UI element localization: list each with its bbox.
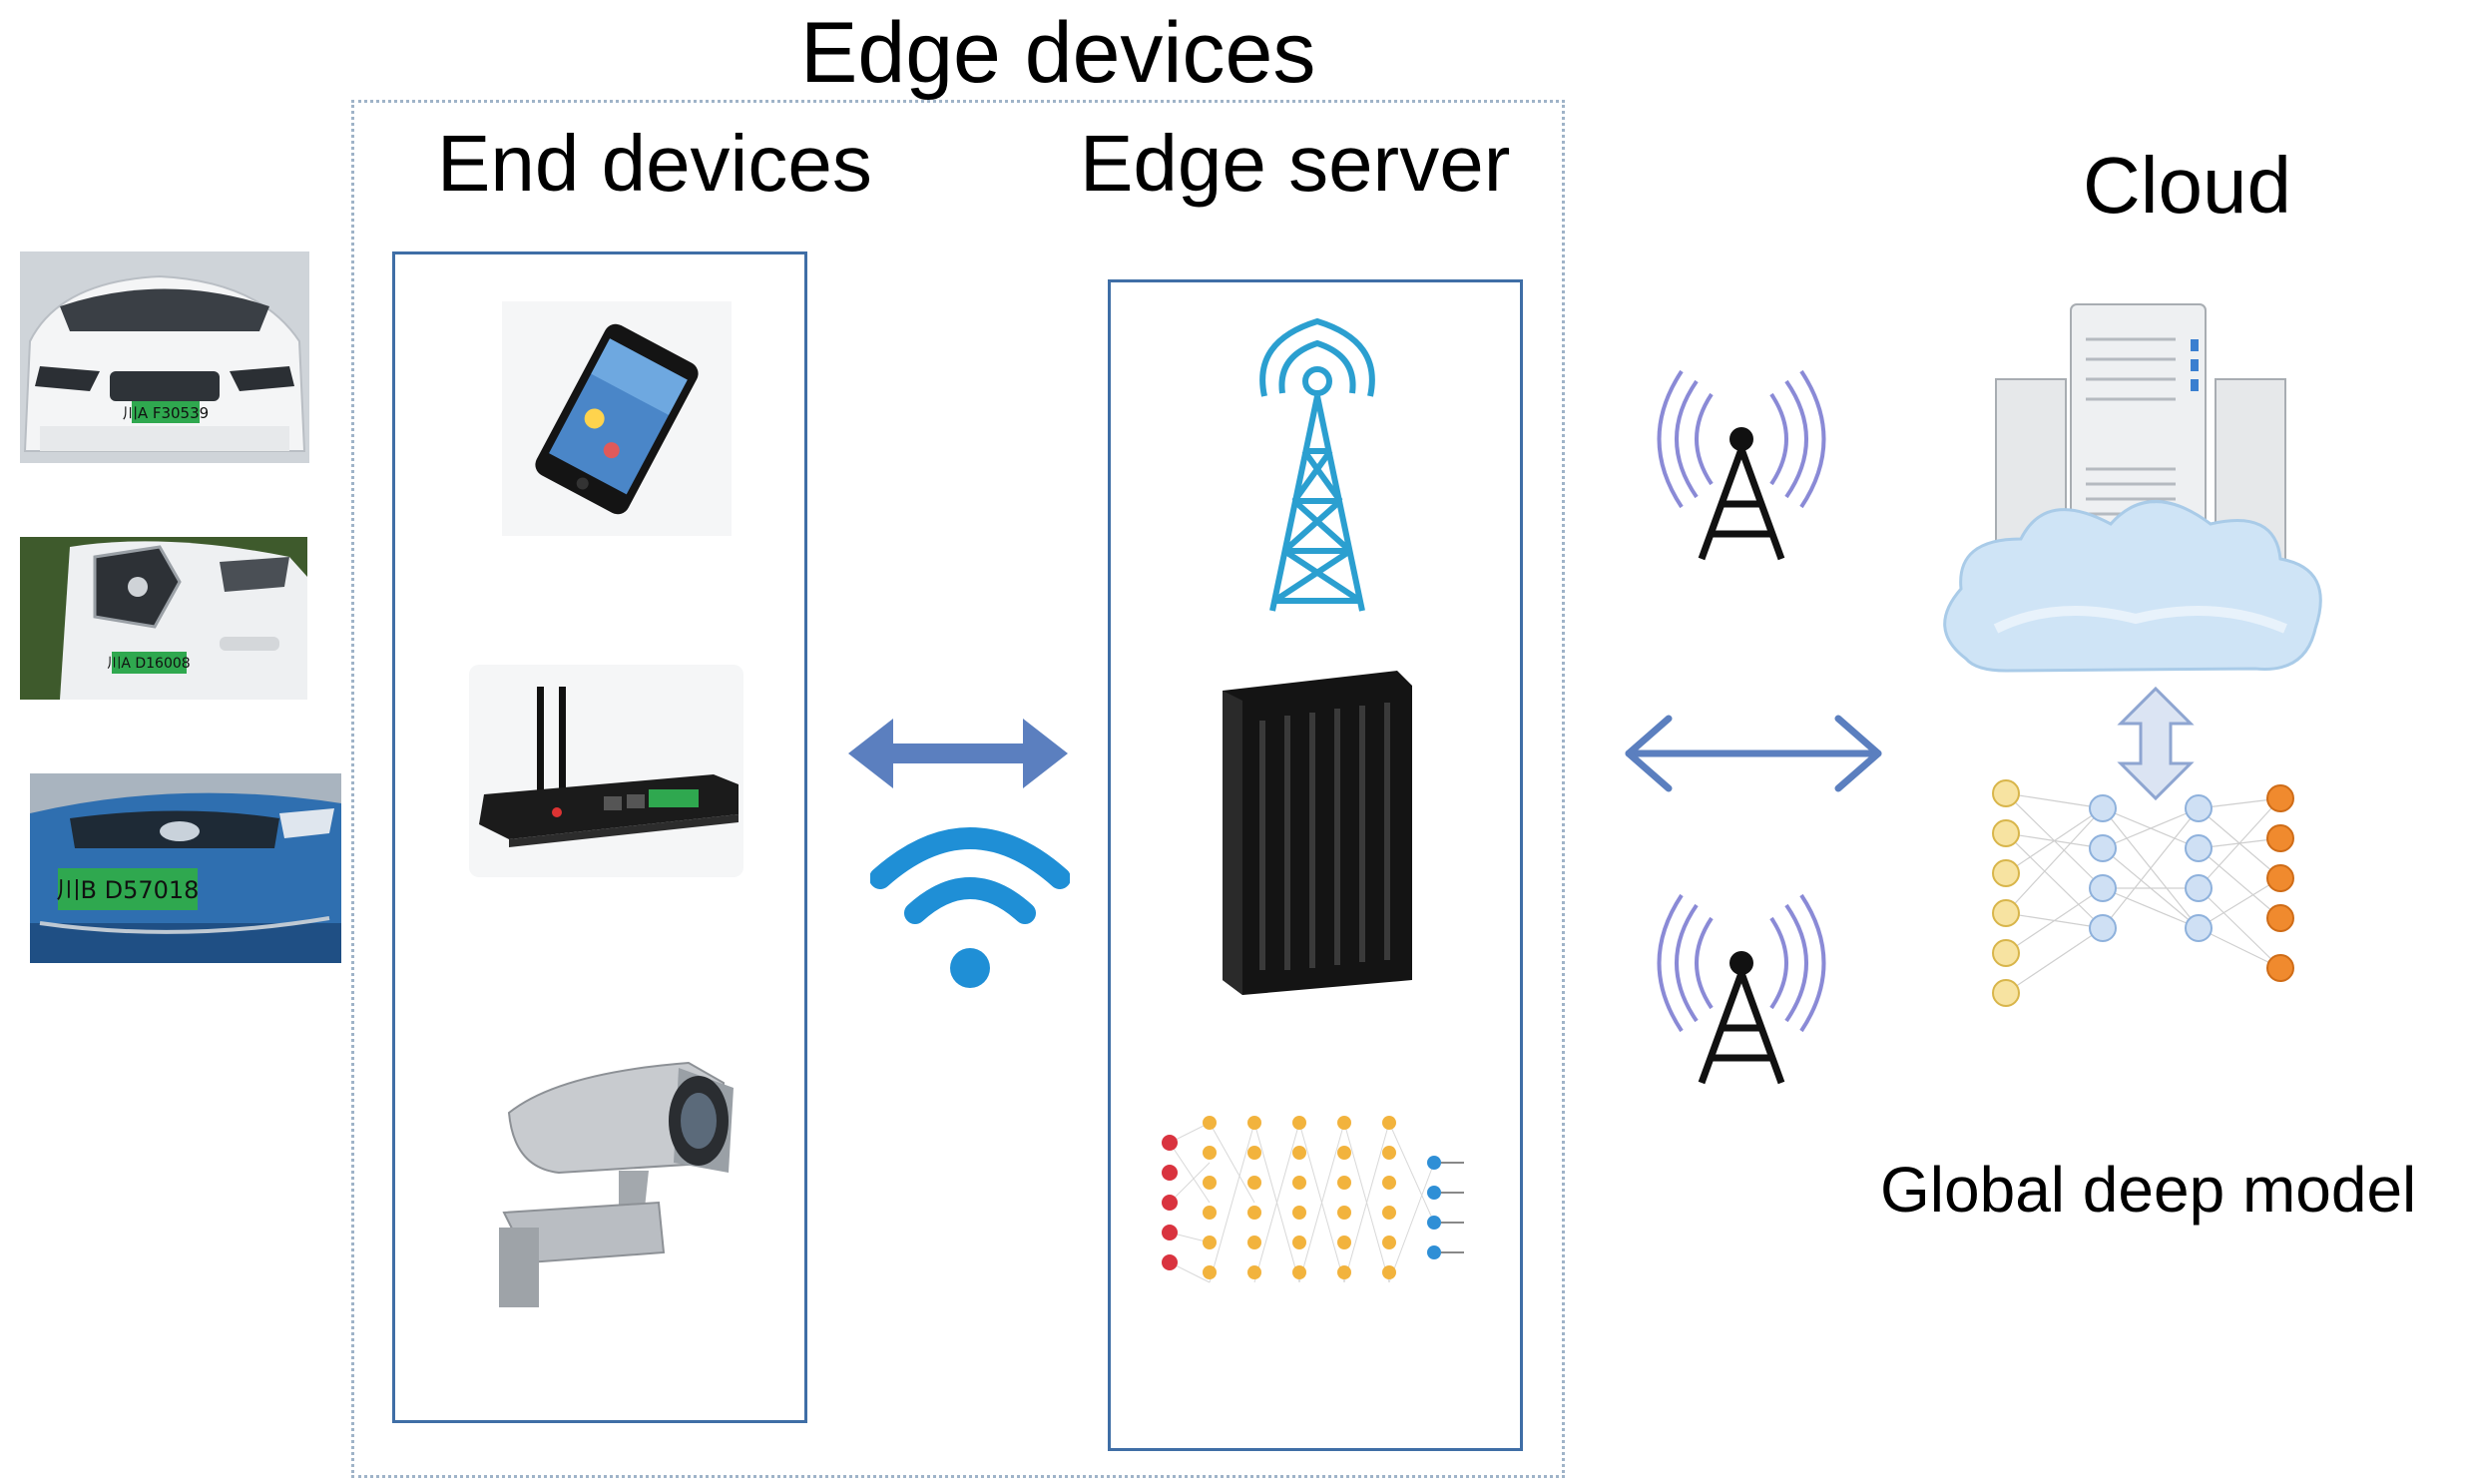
- neural-network-icon: [1992, 779, 2294, 1007]
- car-3: 川B D57018: [30, 773, 341, 963]
- cloud-title: Cloud: [2083, 141, 2292, 230]
- radio-antenna-top: [1657, 369, 1826, 564]
- car-icon: 川A D16008: [20, 537, 307, 700]
- edge-devices-region: [351, 100, 1565, 1478]
- car-2-plate: 川A D16008: [107, 656, 190, 672]
- cell-tower-icon: [1259, 317, 1375, 612]
- cell-tower: [1242, 311, 1392, 621]
- server-tower-icon: [1223, 671, 1412, 995]
- car-1: 川A F30539: [20, 251, 309, 463]
- car-3-plate: 川B D57018: [57, 876, 200, 904]
- radio-antenna-icon: [1657, 893, 1826, 1085]
- wifi-link-arrow: [838, 699, 1078, 808]
- wifi-icon: [870, 827, 1070, 988]
- security-camera: [499, 1053, 739, 1317]
- radio-antenna-icon: [1657, 369, 1826, 561]
- iot-router: [469, 665, 743, 877]
- double-arrow-icon: [848, 719, 1068, 788]
- cloud-server-icon: [1943, 303, 2322, 673]
- cloud-link-arrow: [1619, 704, 1888, 803]
- global-neural-network: [1981, 778, 2300, 1018]
- cloud-model-arrow: [2116, 684, 2196, 803]
- smartphone-icon: [535, 323, 699, 515]
- car-2: 川A D16008: [20, 537, 307, 700]
- double-arrow-icon: [2117, 686, 2195, 801]
- car-icon: 川B D57018: [30, 773, 341, 963]
- radio-antenna-bottom: [1657, 893, 1826, 1088]
- security-camera-icon: [499, 1061, 734, 1307]
- double-arrow-icon: [1625, 715, 1882, 792]
- smartphone: [502, 301, 732, 536]
- cloud-server-cluster: [1936, 299, 2335, 689]
- wifi-signal: [870, 808, 1070, 998]
- end-devices-title: End devices: [437, 119, 872, 208]
- edge-neural-network: [1160, 1103, 1471, 1302]
- edge-server-tower: [1203, 661, 1417, 1000]
- edge-devices-title: Edge devices: [800, 5, 1316, 101]
- car-icon: 川A F30539: [20, 251, 309, 463]
- neural-network-icon: [1162, 1116, 1464, 1283]
- global-deep-model-label: Global deep model: [1880, 1154, 2417, 1226]
- edge-server-title: Edge server: [1080, 119, 1511, 208]
- car-1-plate: 川A F30539: [123, 404, 209, 422]
- router-icon: [479, 687, 739, 847]
